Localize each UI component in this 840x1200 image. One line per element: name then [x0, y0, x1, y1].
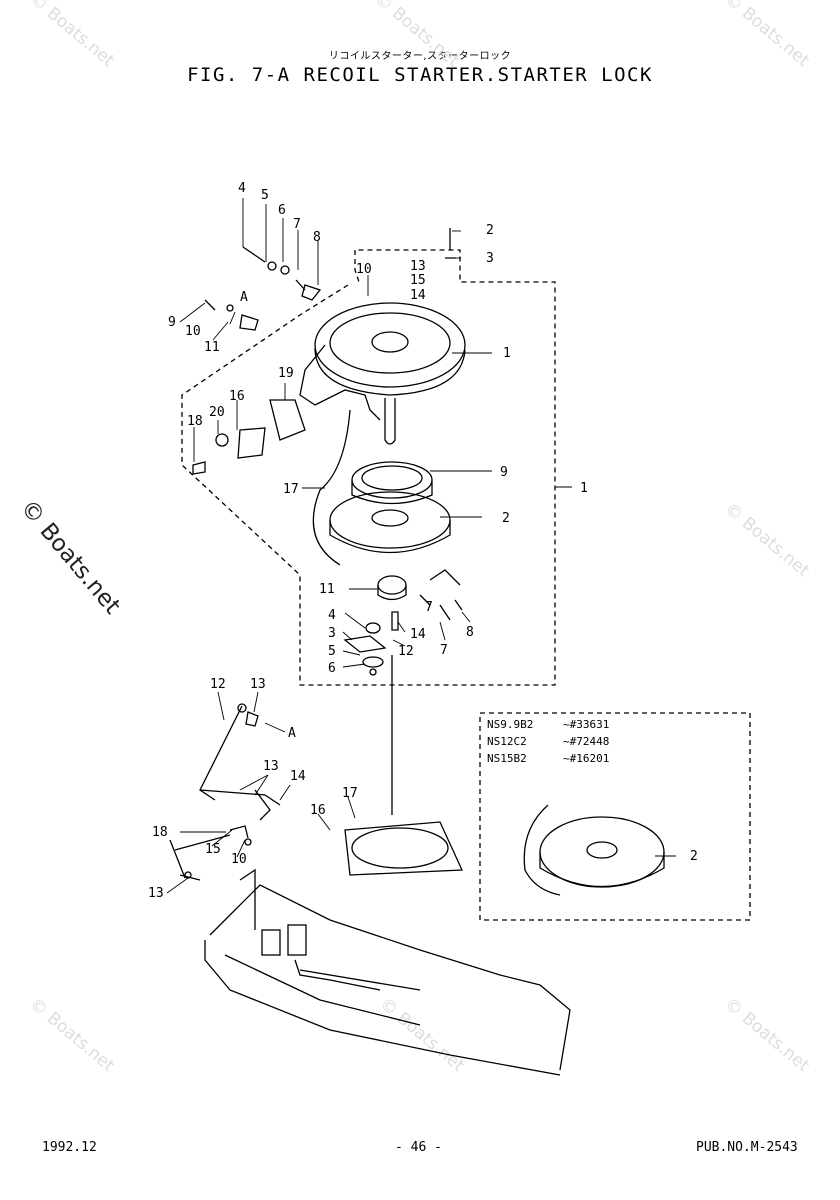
callout: 17 [342, 786, 358, 801]
callout-labels: 4 5 6 7 8 10 13 15 14 2 3 1 9 10 11 A 19… [148, 181, 698, 901]
callout: 19 [278, 366, 294, 381]
publication-number: PUB.NO.M-2543 [696, 1140, 798, 1155]
callout: 8 [466, 625, 474, 640]
callout: 17 [283, 482, 299, 497]
callout: 11 [319, 582, 335, 597]
callout: 13 [410, 259, 426, 274]
callout: 10 [185, 324, 201, 339]
figure-title: FIG. 7-A RECOIL STARTER.STARTER LOCK [187, 64, 653, 86]
callout: 15 [410, 273, 426, 288]
starter-rope [312, 409, 351, 566]
variant-range: ~#72448 [563, 735, 609, 748]
page-number: - 46 - [395, 1140, 442, 1155]
callout: 9 [500, 465, 508, 480]
variant-recoil-unit [523, 804, 665, 896]
callout: 5 [328, 644, 336, 659]
variant-model: NS15B2 [487, 752, 527, 765]
callout: 13 [250, 677, 266, 692]
lock-cable-assembly [169, 703, 281, 881]
variant-model: NS12C2 [487, 735, 527, 748]
starter-lock [192, 399, 306, 475]
callout: A [288, 726, 296, 741]
callout: 14 [410, 627, 426, 642]
variant-range: ~#16201 [563, 752, 609, 765]
callout: 3 [486, 251, 494, 266]
callout: 15 [205, 842, 221, 857]
variant-model: NS9.9B2 [487, 718, 533, 731]
callout: 5 [261, 188, 269, 203]
callout: 4 [328, 608, 336, 623]
callout: 12 [398, 644, 414, 659]
japanese-title: リコイルスターター,スターターロック [328, 51, 512, 62]
callout: 18 [152, 825, 168, 840]
lock-lever [295, 279, 322, 301]
pawls [419, 569, 463, 621]
drive-plate [377, 575, 407, 601]
callout: 2 [486, 223, 494, 238]
spring-case [329, 491, 451, 554]
callout: A [240, 290, 248, 305]
callout: 12 [210, 677, 226, 692]
callout: 6 [328, 661, 336, 676]
variant-range: ~#33631 [563, 718, 609, 731]
callout: 10 [231, 852, 247, 867]
callout: 13 [263, 759, 279, 774]
callout: 20 [209, 405, 225, 420]
callout: 9 [168, 315, 176, 330]
top-screw [445, 228, 456, 259]
bolt [242, 246, 266, 263]
callout: 16 [229, 389, 245, 404]
pulley [351, 461, 433, 505]
callout: 2 [502, 511, 510, 526]
bolt [204, 299, 216, 311]
callout: 14 [290, 769, 306, 784]
callout: 14 [410, 288, 426, 303]
callout: 7 [293, 217, 301, 232]
callout: 8 [313, 230, 321, 245]
callout: 18 [187, 414, 203, 429]
variant-box [479, 712, 751, 921]
callout: 10 [356, 262, 372, 277]
callout: 6 [278, 203, 286, 218]
callout: 7 [425, 600, 433, 615]
bottom-cowling [204, 868, 571, 1076]
starter-housing [299, 302, 466, 445]
publication-date: 1992.12 [42, 1140, 97, 1155]
callout: 13 [148, 886, 164, 901]
callout: 1 [503, 346, 511, 361]
callout: 11 [204, 340, 220, 355]
callout: 3 [328, 626, 336, 641]
callout: 7 [440, 643, 448, 658]
callout: 4 [238, 181, 246, 196]
callout: 1 [580, 481, 588, 496]
callout: 2 [690, 849, 698, 864]
mounting-flange [344, 821, 463, 876]
assembly-boundary [181, 249, 556, 686]
variant-model-list: NS9.9B2 ~#33631 NS12C2 ~#72448 NS15B2 ~#… [487, 718, 609, 765]
ratchet-parts [343, 611, 399, 676]
callout: 16 [310, 803, 326, 818]
